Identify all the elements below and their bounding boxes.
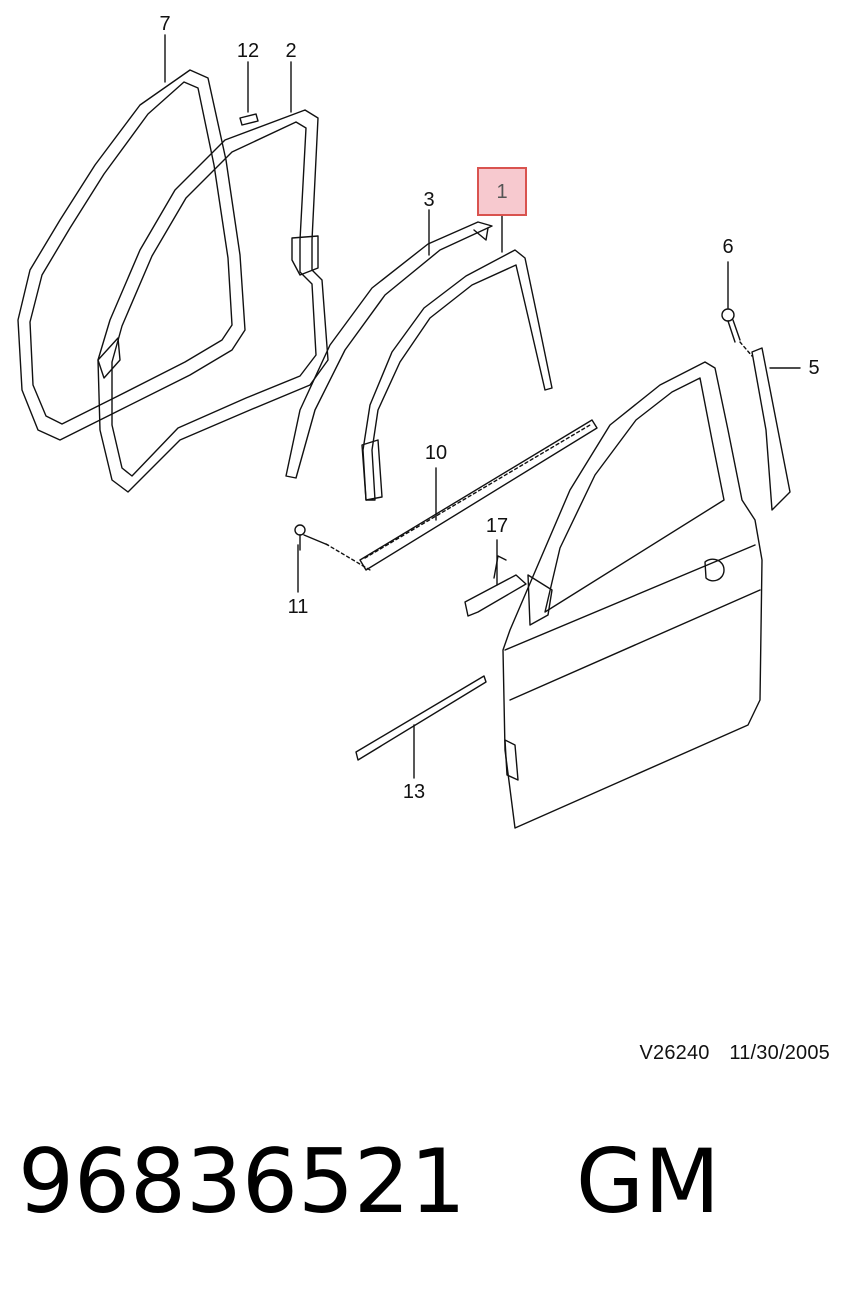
- drawing-reference: V26240 11/30/2005: [639, 1042, 830, 1065]
- drawing-id: V26240: [639, 1042, 710, 1064]
- window-channel-3: [285, 209, 493, 479]
- seal-inner-2: [97, 61, 329, 493]
- part-caption: 96836521 GM: [18, 1132, 720, 1232]
- callout-17[interactable]: 17: [485, 515, 509, 537]
- window-channel-1: [361, 209, 553, 501]
- part-number: 96836521: [18, 1130, 466, 1233]
- callout-12[interactable]: 12: [236, 40, 260, 62]
- callout-7[interactable]: 7: [159, 13, 171, 35]
- bracket-17: [464, 539, 527, 617]
- door-shell: [502, 361, 763, 829]
- strip-13: [355, 675, 487, 779]
- callout-6[interactable]: 6: [722, 236, 734, 258]
- callout-10[interactable]: 10: [424, 442, 448, 464]
- callout-11[interactable]: 11: [287, 596, 309, 618]
- callout-2[interactable]: 2: [285, 40, 297, 62]
- highlight-box: [477, 167, 527, 216]
- belt-molding-10: [359, 419, 598, 571]
- callout-13[interactable]: 13: [402, 781, 426, 803]
- callout-3[interactable]: 3: [423, 189, 435, 211]
- drawing-date: 11/30/2005: [729, 1042, 830, 1064]
- screw-11: [294, 524, 371, 593]
- callout-5[interactable]: 5: [808, 357, 820, 379]
- seal-outer-7: [17, 34, 246, 441]
- clip-12: [239, 61, 259, 126]
- pillar-trim-5: [751, 347, 801, 511]
- bolt-6: [721, 261, 753, 357]
- part-brand: GM: [575, 1130, 721, 1233]
- callout-1[interactable]: 1: [496, 181, 508, 203]
